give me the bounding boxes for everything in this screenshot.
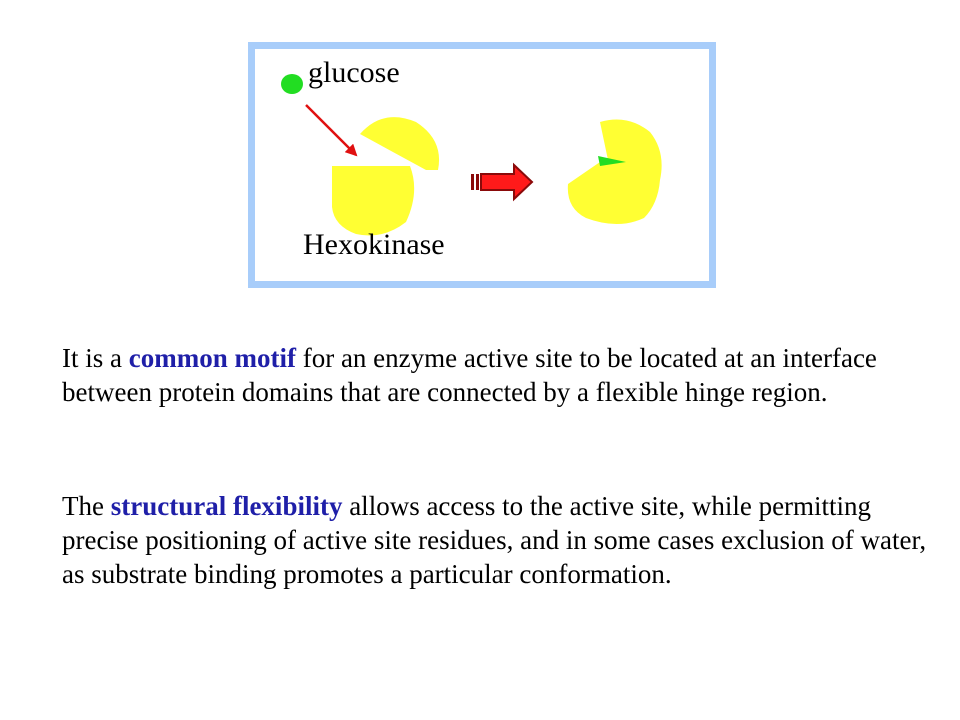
- transition-arrow: [471, 162, 534, 202]
- glucose-molecule: [281, 74, 303, 94]
- enzyme-open-lower-domain: [332, 166, 415, 236]
- binding-arrow: [305, 104, 358, 157]
- paragraph-structural-flexibility: The structural flexibility allows access…: [62, 489, 932, 591]
- enzyme-open-upper-domain: [360, 117, 440, 170]
- highlight-common-motif: common motif: [128, 343, 296, 373]
- glucose-label: glucose: [308, 56, 400, 89]
- text-segment: It is a: [62, 343, 129, 373]
- text-segment: for an enzyme active site to be located …: [62, 343, 877, 407]
- hexokinase-diagram: glucose Hexokinase: [248, 42, 716, 288]
- highlight-structural-flexibility: structural flexibility: [110, 491, 343, 521]
- text-segment: The: [62, 491, 111, 521]
- enzyme-closed: [567, 119, 662, 224]
- bound-glucose: [598, 156, 626, 166]
- text-segment: allows access to the active site, while …: [62, 491, 927, 589]
- hexokinase-label: Hexokinase: [303, 228, 445, 261]
- paragraph-enzyme-motif: It is a common motif for an enzyme activ…: [62, 341, 932, 409]
- enzyme-closed-notch: [568, 154, 600, 164]
